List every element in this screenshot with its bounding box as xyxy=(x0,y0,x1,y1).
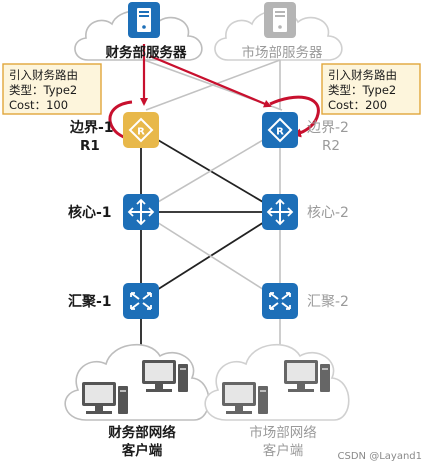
agg1-label: 汇聚-1 xyxy=(68,294,112,310)
links xyxy=(140,59,283,352)
callout-right-line3: Cost：200 xyxy=(328,98,387,112)
switch-icon-core2 xyxy=(262,194,298,230)
server-icon-finance xyxy=(128,2,160,38)
core2-label: 核心-2 xyxy=(307,205,349,221)
callout-left: 引入财务路由 类型：Type2 Cost：100 xyxy=(2,63,102,115)
callout-right-line2: 类型：Type2 xyxy=(328,83,396,97)
svg-text:R: R xyxy=(276,127,284,138)
switch-icon-agg2 xyxy=(262,283,298,319)
market-client-label-line2: 客户端 xyxy=(263,442,304,459)
watermark: CSDN @Layand1 xyxy=(338,451,422,462)
switch-icon-agg1 xyxy=(123,283,159,319)
callout-right: 引入财务路由 类型：Type2 Cost：200 xyxy=(321,63,421,115)
router-icon-border1: R xyxy=(123,112,159,148)
finance-server-label: 财务部服务器 xyxy=(105,44,187,61)
callout-right-line1: 引入财务路由 xyxy=(328,68,397,82)
pc-icon-finance-1 xyxy=(82,382,128,414)
callout-left-line2: 类型：Type2 xyxy=(9,83,77,97)
callout-left-line3: Cost：100 xyxy=(9,98,68,112)
router-icon-border2: R xyxy=(262,112,298,148)
pc-icon-market-2 xyxy=(284,360,330,392)
border1-sub: R1 xyxy=(80,138,100,154)
market-server-label: 市场部服务器 xyxy=(242,44,323,61)
finance-client-label-line2: 客户端 xyxy=(121,442,163,459)
switch-icon-core1 xyxy=(123,194,159,230)
market-client-label-line1: 市场部网络 xyxy=(249,424,317,441)
server-icon-market xyxy=(264,2,296,38)
finance-client-label-line1: 财务部网络 xyxy=(107,424,176,441)
callout-left-line1: 引入财务路由 xyxy=(9,68,78,82)
route-arrows xyxy=(108,44,320,142)
core1-label: 核心-1 xyxy=(68,204,112,221)
pc-icon-finance-2 xyxy=(142,360,188,392)
svg-text:R: R xyxy=(137,127,145,138)
agg2-label: 汇聚-2 xyxy=(307,294,349,310)
border1-label: 边界-1 xyxy=(69,120,114,136)
border2-sub: R2 xyxy=(322,138,340,154)
border2-label: 边界-2 xyxy=(307,120,349,136)
pc-icon-market-1 xyxy=(222,382,268,414)
